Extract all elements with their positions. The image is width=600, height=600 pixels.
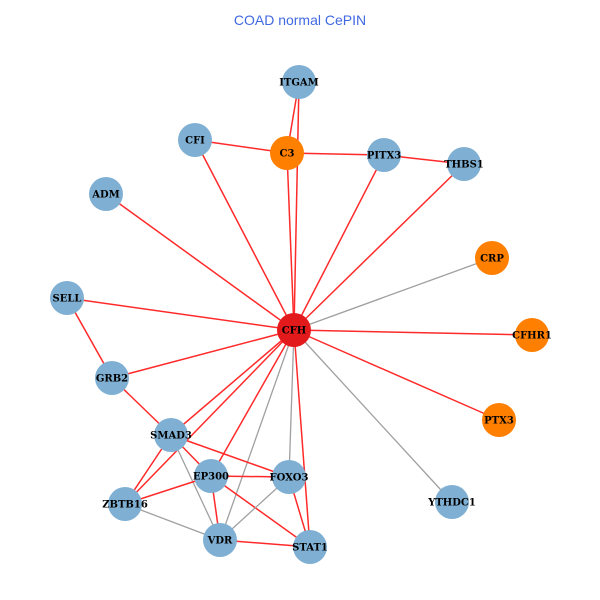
node-thbs1[interactable]: THBS1: [444, 147, 484, 181]
node-label: YTHDC1: [427, 498, 476, 509]
node-circle: [154, 418, 188, 452]
node-circle: [482, 403, 516, 437]
node-zbtb16[interactable]: ZBTB16: [102, 487, 148, 521]
node-ythdc1[interactable]: YTHDC1: [427, 485, 476, 519]
node-label: ITGAM: [279, 78, 319, 89]
node-label: EP300: [193, 472, 229, 483]
node-circle: [515, 318, 549, 352]
edge-foxo3-cfh: [288, 329, 295, 478]
edge-smad3-cfh: [170, 329, 295, 436]
node-adm[interactable]: ADM: [89, 177, 123, 211]
node-circle: [178, 123, 212, 157]
node-circle: [272, 460, 306, 494]
node-circle: [203, 523, 237, 557]
node-label: CFH: [282, 326, 307, 337]
edge-ep300-stat1: [210, 475, 311, 548]
edge-crp-cfh: [293, 257, 493, 331]
node-itgam[interactable]: ITGAM: [279, 65, 319, 99]
node-label: GRB2: [96, 374, 128, 385]
edge-cfhr1-cfh: [293, 329, 533, 336]
node-c3[interactable]: C3: [270, 136, 304, 170]
node-label: PTX3: [484, 416, 514, 427]
edge-cfi-cfh: [194, 139, 295, 331]
edge-ptx3-cfh: [293, 329, 500, 421]
node-circle: [282, 65, 316, 99]
node-circle: [50, 281, 84, 315]
edge-sell-cfh: [66, 297, 295, 331]
edge-stat1-cfh: [293, 329, 311, 548]
node-label: ZBTB16: [102, 500, 148, 511]
node-crp[interactable]: CRP: [475, 241, 509, 275]
edge-zbtb16-cfh: [124, 329, 295, 505]
edge-itgam-cfh: [293, 81, 300, 331]
node-circle: [435, 485, 469, 519]
node-pitx3[interactable]: PITX3: [367, 138, 401, 172]
edge-adm-cfh: [105, 193, 295, 331]
node-label: C3: [280, 149, 295, 160]
node-label: PITX3: [367, 151, 401, 162]
node-label: VDR: [207, 536, 233, 547]
edge-smad3-vdr: [170, 434, 221, 541]
edge-pitx3-cfh: [293, 154, 385, 331]
edge-vdr-cfh: [219, 329, 295, 541]
diagram-title: COAD normal CePIN: [233, 12, 367, 28]
node-label: CFHR1: [512, 331, 552, 342]
node-grb2[interactable]: GRB2: [95, 361, 129, 395]
edge-ythdc1-cfh: [293, 329, 453, 503]
node-label: FOXO3: [270, 473, 309, 484]
edge-smad3-foxo3: [170, 434, 290, 478]
node-circle: [95, 361, 129, 395]
node-circle: [475, 241, 509, 275]
node-label: ADM: [91, 190, 120, 201]
node-ptx3[interactable]: PTX3: [482, 403, 516, 437]
node-circle: [367, 138, 401, 172]
node-vdr[interactable]: VDR: [203, 523, 237, 557]
node-cfh[interactable]: CFH: [277, 313, 311, 347]
node-circle: [293, 530, 327, 564]
node-smad3[interactable]: SMAD3: [150, 418, 192, 452]
node-circle: [277, 313, 311, 347]
node-cfi[interactable]: CFI: [178, 123, 212, 157]
node-label: THBS1: [444, 160, 484, 171]
node-circle: [194, 459, 228, 493]
node-label: STAT1: [292, 543, 328, 554]
node-label: CFI: [185, 136, 205, 147]
node-circle: [89, 177, 123, 211]
node-ep300[interactable]: EP300: [193, 459, 229, 493]
node-label: SMAD3: [150, 431, 192, 442]
node-label: CRP: [480, 254, 504, 265]
node-sell[interactable]: SELL: [50, 281, 84, 315]
node-circle: [270, 136, 304, 170]
node-circle: [447, 147, 481, 181]
edge-thbs1-cfh: [293, 163, 465, 331]
node-label: SELL: [53, 294, 82, 305]
node-stat1[interactable]: STAT1: [292, 530, 328, 564]
edge-ep300-cfh: [210, 329, 295, 477]
edge-grb2-cfh: [111, 329, 295, 379]
node-foxo3[interactable]: FOXO3: [270, 460, 309, 494]
node-circle: [108, 487, 142, 521]
edge-c3-cfh: [286, 152, 295, 331]
node-cfhr1[interactable]: CFHR1: [512, 318, 552, 352]
